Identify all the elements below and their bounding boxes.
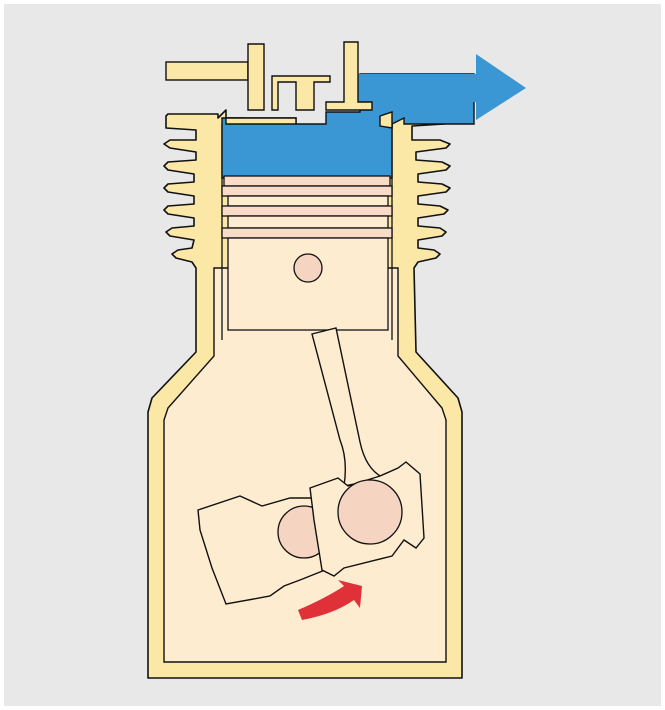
- piston-ring-1: [221, 185, 393, 197]
- port-housing: [271, 75, 331, 111]
- piston-ring-2: [221, 205, 393, 217]
- intake-valve-stem: [247, 43, 265, 111]
- intake-rod-horizontal: [165, 61, 249, 81]
- exhaust-arrow-icon: [356, 54, 526, 120]
- intake-valve-head: [225, 117, 297, 125]
- piston-skirt: [227, 237, 389, 331]
- exhaust-valve-stem: [325, 41, 373, 111]
- crank-pin: [337, 479, 403, 545]
- piston-land-1: [227, 195, 389, 207]
- piston-ring-3: [221, 227, 393, 239]
- piston-land-2: [227, 215, 389, 229]
- piston-crown: [223, 175, 391, 187]
- exhaust-valve-seat: [379, 111, 393, 129]
- wrist-pin: [293, 253, 323, 283]
- rotation-arrow-icon: [298, 580, 362, 620]
